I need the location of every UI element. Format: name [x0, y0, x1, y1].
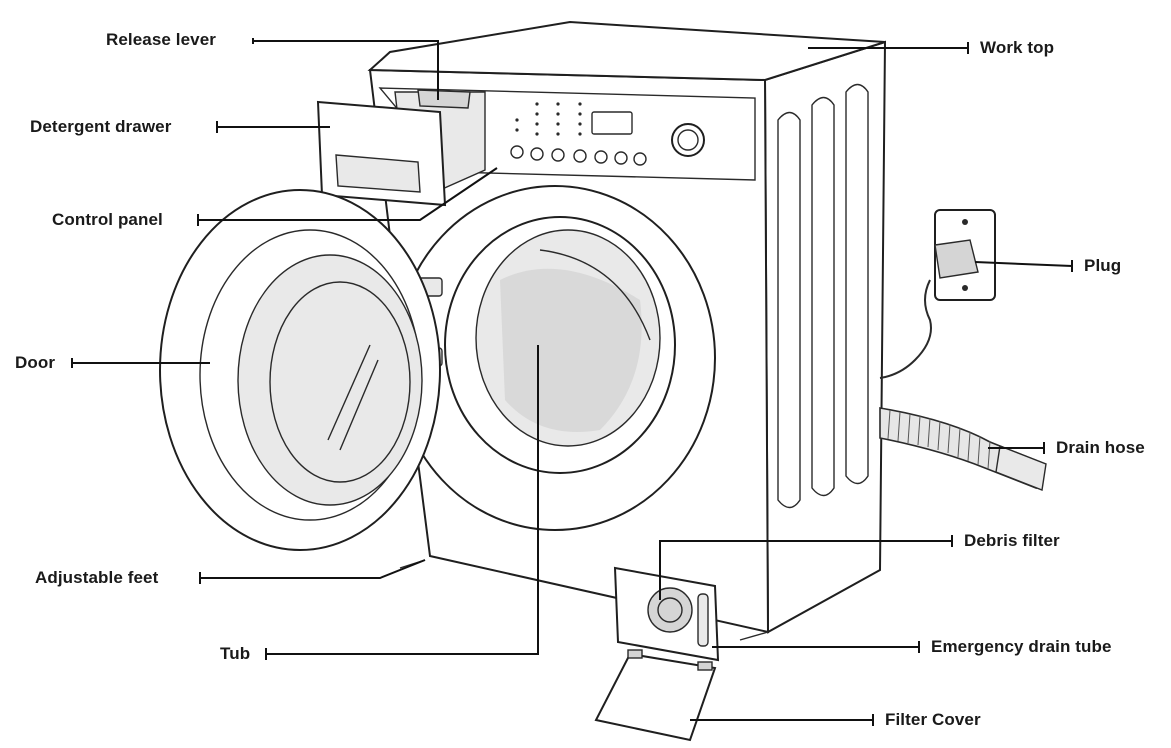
debris-filter-cap-inner — [657, 597, 683, 623]
display-window — [591, 111, 633, 135]
drain-hose-end — [995, 445, 1047, 491]
glass-reflection — [327, 344, 371, 441]
program-dial — [671, 123, 705, 157]
power-cord — [879, 279, 932, 379]
label-door: Door — [15, 353, 56, 372]
leader-debris-filter — [659, 535, 953, 600]
panel-button — [614, 151, 628, 165]
leader-work-top — [808, 42, 969, 54]
label-filter-cover: Filter Cover — [885, 710, 981, 729]
open-door — [159, 189, 441, 551]
label-tub: Tub — [220, 644, 251, 663]
label-drain-hose: Drain hose — [1056, 438, 1145, 457]
drum-shading — [500, 268, 642, 432]
glass-reflection-2 — [339, 359, 379, 451]
label-release-lever: Release lever — [106, 30, 216, 49]
leader-drain-hose — [988, 442, 1045, 454]
panel-button — [594, 150, 608, 164]
leader-release-lever — [252, 38, 439, 100]
door-glass — [237, 254, 423, 506]
panel-button — [510, 145, 524, 159]
side-groove-1 — [777, 111, 801, 509]
leader-adjustable-feet — [199, 559, 426, 584]
drain-hose-illustration — [879, 407, 1047, 491]
leader-plug — [974, 260, 1073, 272]
work-top-panel — [367, 20, 886, 82]
detergent-drawer-illustration — [316, 89, 486, 207]
filter-cover-panel — [594, 652, 717, 742]
socket-screw-top — [962, 219, 968, 225]
cover-hinge — [627, 649, 643, 659]
leader-lines — [71, 38, 1073, 726]
panel-button — [633, 152, 647, 166]
label-plug: Plug — [1084, 256, 1122, 275]
label-emergency-drain-tube: Emergency drain tube — [931, 637, 1112, 656]
emergency-drain-tube-shape — [697, 593, 709, 647]
filter-area — [594, 566, 720, 742]
power-supply — [879, 209, 996, 379]
cabinet-side — [763, 40, 887, 634]
program-dial-inner — [677, 129, 699, 151]
leader-tub — [265, 345, 539, 660]
panel-button — [551, 148, 565, 162]
release-lever-tab — [417, 89, 471, 109]
label-debris-filter: Debris filter — [964, 531, 1060, 550]
door-glass-inner — [269, 281, 411, 483]
panel-indicator-dots — [515, 102, 582, 136]
side-groove-2 — [811, 96, 835, 497]
debris-filter-cap — [647, 587, 693, 633]
label-adjustable-feet: Adjustable feet — [35, 568, 159, 587]
panel-buttons — [510, 145, 647, 166]
leader-filter-cover — [690, 714, 874, 726]
leader-control-panel — [197, 167, 498, 226]
socket-screw-bottom — [962, 285, 968, 291]
drum-area — [394, 185, 716, 531]
plug-body — [934, 239, 979, 279]
label-work-top: Work top — [980, 38, 1055, 57]
panel-button — [573, 149, 587, 163]
label-detergent-drawer: Detergent drawer — [30, 117, 172, 136]
label-control-panel: Control panel — [52, 210, 163, 229]
drawer-handle — [335, 154, 421, 193]
leader-emergency-drain-tube — [712, 641, 920, 653]
leader-detergent-drawer — [216, 121, 330, 133]
drum-highlight — [539, 249, 651, 341]
cover-hinge — [697, 661, 713, 671]
panel-button — [530, 147, 544, 161]
side-groove-3 — [845, 83, 869, 485]
leader-door — [71, 358, 210, 368]
drain-hose-ribs — [887, 409, 991, 470]
foot-front-right — [739, 631, 769, 641]
